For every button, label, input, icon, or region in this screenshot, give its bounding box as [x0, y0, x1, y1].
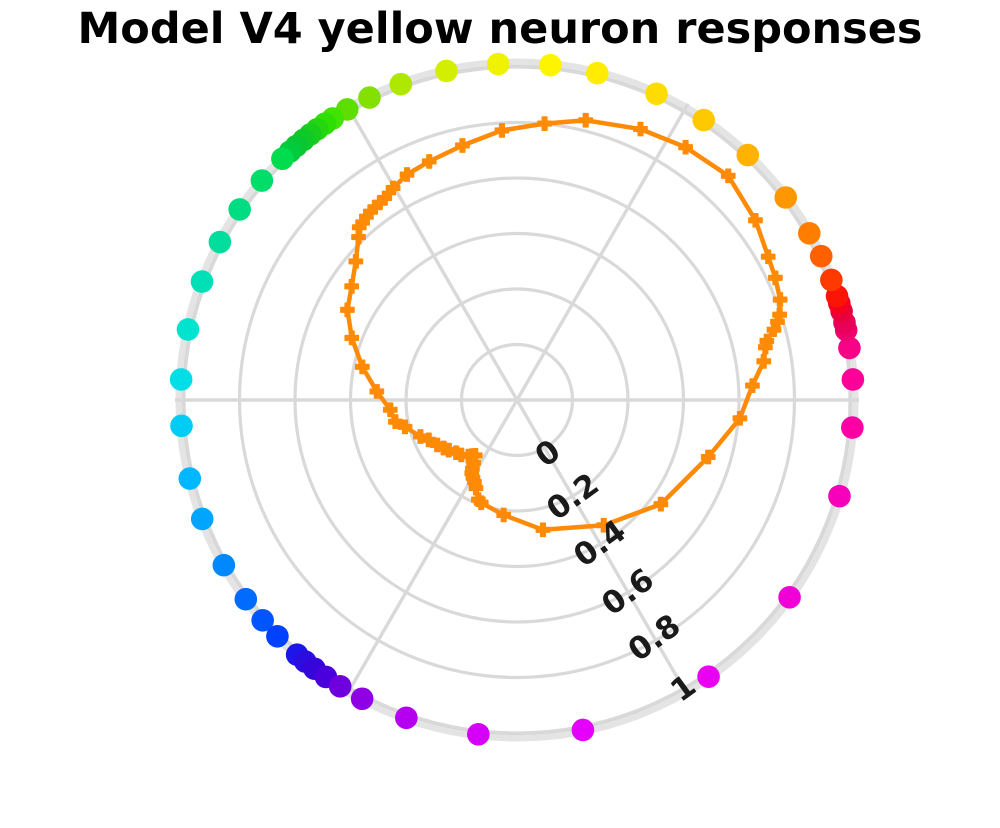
hue-ring-dot	[208, 230, 232, 254]
hue-ring-dot	[838, 336, 861, 360]
hue-ring-dot	[778, 586, 801, 609]
hue-ring-dot	[212, 553, 236, 577]
response-marker	[772, 292, 788, 307]
radial-tick-label: 0.6	[595, 562, 661, 623]
response-marker	[382, 402, 398, 418]
response-marker	[535, 522, 551, 538]
hue-ring-dot	[736, 143, 760, 167]
hue-ring-dot	[251, 609, 274, 632]
response-marker	[732, 410, 748, 426]
response-marker	[633, 121, 648, 137]
chart-title: Model V4 yellow neuron responses	[77, 4, 923, 54]
hue-ring-dot	[797, 221, 821, 245]
response-marker	[772, 307, 787, 323]
hue-ring-dot	[828, 484, 851, 508]
response-marker	[653, 496, 669, 512]
response-marker	[421, 154, 437, 169]
hue-ring-dot	[266, 624, 289, 648]
hue-ring-dot	[841, 368, 865, 391]
radial-tick-label: 0.4	[567, 513, 633, 574]
response-marker	[473, 495, 489, 511]
response-marker	[745, 378, 760, 393]
hue-ring-dot	[697, 665, 720, 688]
hue-ring-dot	[571, 718, 595, 742]
response-marker	[720, 168, 736, 184]
response-marker	[354, 359, 370, 375]
hue-ring-dot	[328, 674, 352, 698]
hue-ring-dot	[389, 72, 413, 96]
response-marker	[768, 270, 783, 286]
response-marker	[700, 449, 716, 465]
response-marker	[369, 384, 385, 399]
hue-ring-dot	[692, 108, 716, 132]
response-marker	[351, 219, 367, 235]
response-marker	[344, 279, 360, 294]
response-marker	[455, 138, 470, 153]
response-marker	[399, 167, 415, 182]
hue-ring-dot	[486, 52, 510, 76]
hue-ring-dot	[467, 722, 490, 746]
response-marker	[756, 354, 772, 369]
response-marker	[385, 180, 401, 196]
response-marker	[578, 112, 594, 128]
hue-ring-dot	[585, 61, 609, 85]
hue-ring-dot	[539, 53, 562, 77]
hue-ring-dot	[435, 59, 458, 83]
radial-tick-label: 0	[529, 433, 568, 475]
hue-ring-dot	[178, 467, 202, 490]
hue-ring-dot	[190, 507, 214, 531]
response-marker	[496, 507, 512, 523]
response-marker	[340, 302, 355, 318]
hue-ring-dot	[358, 86, 381, 109]
response-marker	[344, 330, 360, 346]
response-marker	[537, 116, 552, 131]
response-marker	[468, 480, 484, 496]
response-marker	[748, 212, 763, 228]
hue-ring-dot	[841, 416, 864, 439]
response-marker	[596, 517, 612, 533]
hue-ring-dot	[395, 706, 418, 730]
hue-ring-dot	[169, 368, 193, 391]
response-marker	[348, 254, 364, 269]
response-marker	[494, 123, 510, 138]
hue-ring-dot	[820, 268, 843, 292]
response-marker	[351, 229, 366, 245]
response-marker	[397, 419, 413, 435]
response-marker	[760, 249, 776, 265]
hue-ring-dot	[234, 587, 258, 611]
hue-ring-dot	[350, 687, 374, 711]
radial-tick-label: 0.2	[540, 466, 606, 527]
grid-spoke	[344, 102, 690, 698]
hue-ring-dot	[250, 169, 274, 192]
hue-ring-dot	[176, 318, 200, 341]
hue-ring-dot	[645, 82, 668, 106]
hue-ring-dot	[271, 147, 294, 171]
hue-ring-dot	[774, 186, 798, 209]
hue-ring-dot	[809, 244, 833, 268]
hue-ring-dot	[190, 270, 214, 293]
hue-ring-dot	[228, 198, 251, 221]
radial-tick-label: 0.8	[622, 607, 688, 668]
response-marker	[678, 139, 693, 155]
hue-ring-dot	[170, 414, 193, 438]
response-marker	[759, 333, 775, 349]
